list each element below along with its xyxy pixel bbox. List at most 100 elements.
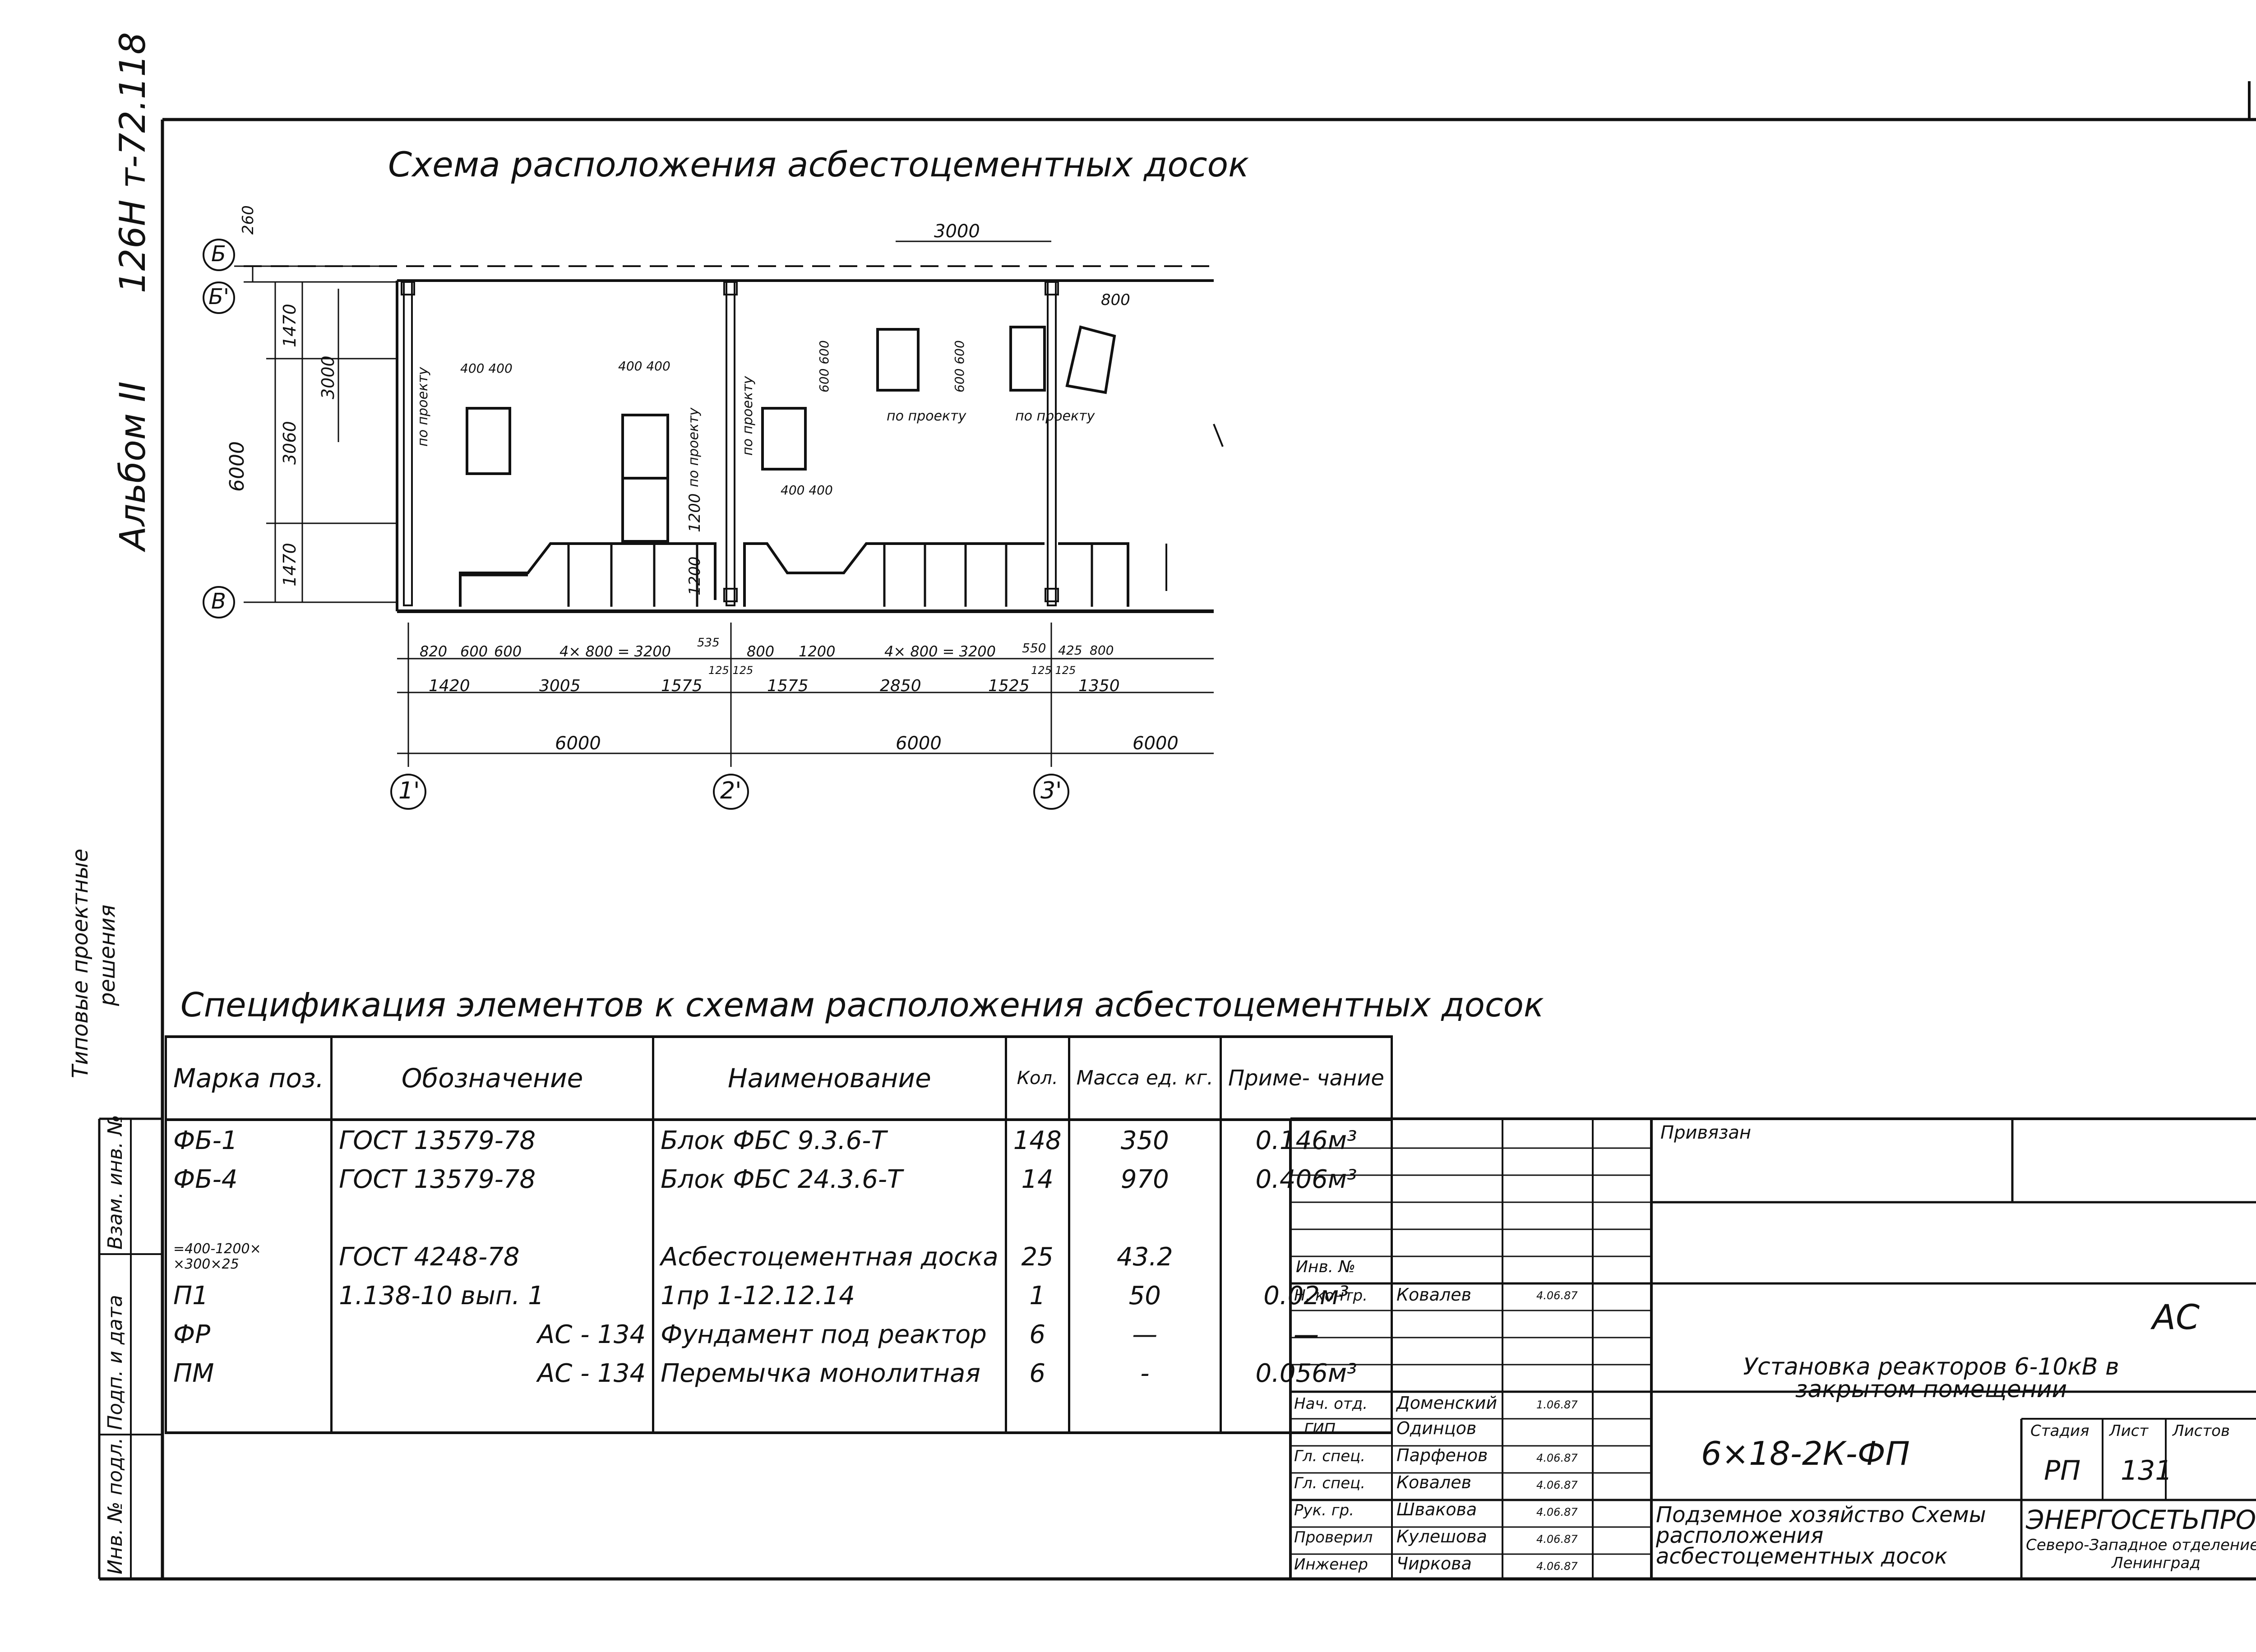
album-code: 126Н т-72.118 — [113, 32, 153, 293]
date-6: 4.06.87 — [1536, 1506, 1578, 1518]
name-6: Швакова — [1396, 1500, 1477, 1519]
cell-designation: 1.138-10 вып. 1 — [330, 1276, 655, 1315]
cell-qty — [1004, 1393, 1070, 1434]
drawing-code: 6×18-2К-ФП — [1701, 1435, 1910, 1472]
role-3: ГИП — [1304, 1420, 1336, 1438]
name-2: Доменский — [1396, 1393, 1498, 1413]
dim-6000: 6000 — [226, 441, 249, 492]
cell-mark — [164, 1393, 333, 1434]
role-6: Рук. гр. — [1294, 1501, 1355, 1519]
typical-label-2: решения — [95, 904, 120, 1006]
dim-1470-top: 1470 — [280, 304, 300, 347]
cell-designation: ГОСТ 4248-78 — [330, 1237, 655, 1276]
cell-name: Блок ФБС 24.3.6-Т — [652, 1160, 1007, 1199]
note-po-proektu-1: по проекту — [415, 367, 431, 447]
inv-label: Инв. № — [1296, 1258, 1356, 1276]
date-2: 1.06.87 — [1536, 1398, 1578, 1411]
stage-value: РП — [2044, 1455, 2081, 1486]
chain1-800b: 800 — [1090, 643, 1114, 658]
note-po-proektu-2: по проекту — [686, 407, 702, 487]
dim-600-a: 600 600 — [817, 340, 832, 392]
cell-mark: =400-1200× ×300×25 — [164, 1237, 333, 1276]
chain1-425: 425 — [1058, 643, 1082, 658]
org-branch: Северо-Западное отделение — [2026, 1536, 2256, 1554]
chain2-1525: 1525 — [988, 677, 1030, 695]
spec-col-mass: Масса ед. кг. — [1068, 1035, 1222, 1121]
chain1-535: 535 — [697, 636, 720, 650]
dim-1470-bottom: 1470 — [280, 543, 300, 586]
cell-qty: 148 — [1004, 1120, 1070, 1160]
table-row: П1 1.138-10 вып. 1 1пр 1-12.12.14 1 50 0… — [164, 1276, 1393, 1315]
drawing-title: Подземное хозяйство Схемы расположения а… — [1656, 1502, 1986, 1569]
dim-400-c: 400 400 — [781, 483, 833, 498]
role-4: Гл. спец. — [1294, 1447, 1366, 1465]
dim-3060: 3060 — [280, 421, 300, 465]
dim-1200-a: 1200 — [686, 493, 704, 532]
org-city: Ленинград — [2112, 1554, 2201, 1572]
cell-designation — [330, 1393, 655, 1434]
cell-name — [652, 1199, 1007, 1237]
cell-mass: 350 — [1068, 1120, 1222, 1160]
table-row — [164, 1199, 1393, 1237]
cell-qty: 1 — [1004, 1276, 1070, 1315]
chain1-4x800a: 4× 800 = 3200 — [559, 643, 671, 660]
stamp-sign: Подп. и дата — [104, 1295, 127, 1430]
chain1-1200: 1200 — [799, 643, 836, 660]
cell-designation: ГОСТ 13579-78 — [330, 1120, 655, 1160]
cell-designation: АС - 134 — [330, 1354, 655, 1393]
chain2-1350: 1350 — [1078, 677, 1120, 695]
sheet-label: Лист — [2109, 1422, 2149, 1440]
cell-mass: - — [1068, 1354, 1222, 1393]
note-po-proektu-3: по проекту — [740, 376, 756, 456]
cell-designation: АС - 134 — [330, 1315, 655, 1354]
project-title: Установка реакторов 6-10кВ в закрытом по… — [1743, 1353, 2119, 1403]
spec-header-row: Марка поз. Обозначение Наименование Кол.… — [164, 1035, 1393, 1121]
cell-note: 0.146м³ — [1220, 1120, 1393, 1160]
axis-row-v: В — [211, 589, 226, 614]
role-2: Нач. отд. — [1294, 1395, 1368, 1413]
axis-col-3: 3' — [1040, 777, 1062, 804]
cell-mass: 970 — [1068, 1160, 1222, 1199]
mark-code: АС — [2152, 1297, 2200, 1337]
table-row: ФБ-4 ГОСТ 13579-78 Блок ФБС 24.3.6-Т 14 … — [164, 1160, 1393, 1199]
axis-col-1: 1' — [398, 777, 420, 804]
dim-260: 260 — [239, 205, 257, 235]
cell-name: Блок ФБС 9.3.6-Т — [652, 1120, 1007, 1160]
dim-3000-v: 3000 — [318, 355, 338, 399]
table-row: =400-1200× ×300×25 ГОСТ 4248-78 Асбестоц… — [164, 1237, 1393, 1276]
cell-mark: ФБ-1 — [164, 1120, 333, 1160]
album-name: Альбом II — [113, 381, 153, 550]
axis-col-2: 2' — [720, 777, 742, 804]
date-5: 4.06.87 — [1536, 1479, 1578, 1491]
chain3-6000b: 6000 — [896, 733, 942, 754]
cell-mass: 43.2 — [1068, 1237, 1222, 1276]
cell-designation — [330, 1199, 655, 1237]
spec-col-qty: Кол. — [1004, 1035, 1070, 1121]
cell-mass: 50 — [1068, 1276, 1222, 1315]
dim-800-angled: 800 — [1101, 291, 1130, 309]
name-5: Ковалев — [1396, 1472, 1471, 1492]
cell-name: 1пр 1-12.12.14 — [652, 1276, 1007, 1315]
cell-mark: ФР — [164, 1315, 333, 1354]
chain2-1575b: 1575 — [767, 677, 809, 695]
sheet-frame — [98, 81, 2256, 1581]
axis-row-b: Б — [211, 241, 226, 267]
stage-label: Стадия — [2030, 1422, 2090, 1440]
cell-note: 0.406м³ — [1220, 1160, 1393, 1199]
cell-mark — [164, 1199, 333, 1237]
cell-name: Перемычка монолитная — [652, 1354, 1007, 1393]
cell-note — [1220, 1199, 1393, 1237]
cell-note: 0.02м³ — [1220, 1276, 1393, 1315]
role-7: Проверил — [1294, 1528, 1373, 1546]
cell-mass — [1068, 1199, 1222, 1237]
cell-designation: ГОСТ 13579-78 — [330, 1160, 655, 1199]
stamp-inv: Инв. № подл. — [104, 1437, 127, 1574]
dim-400-b: 400 400 — [618, 359, 670, 374]
cell-note: — — [1220, 1315, 1393, 1354]
titleblock-grid — [1289, 1117, 2256, 1579]
dim-1200-b: 1200 — [686, 556, 704, 595]
name-4: Парфенов — [1396, 1445, 1488, 1465]
dim-3000-h: 3000 — [934, 221, 980, 242]
cell-note: 0.056м³ — [1220, 1354, 1393, 1393]
